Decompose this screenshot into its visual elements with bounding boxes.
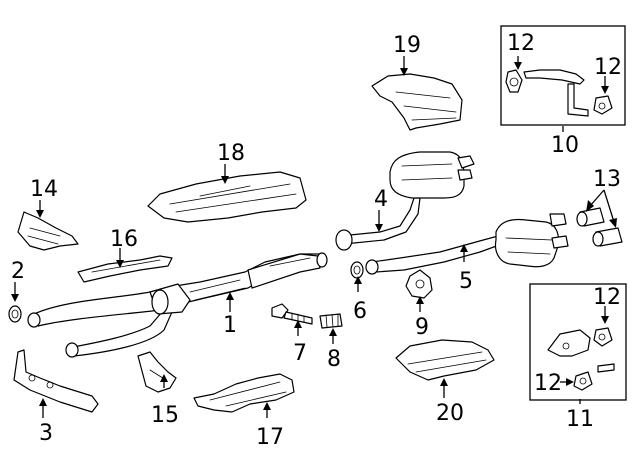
callout-13: 13 [593, 167, 621, 192]
heat-shield-16 [77, 255, 173, 283]
exhaust-tips-13 [576, 207, 623, 247]
callout-12-box11-left: 12 [534, 371, 562, 396]
hanger-9 [405, 269, 433, 299]
callout-10: 10 [551, 133, 579, 158]
gasket-ring-2 [8, 305, 22, 323]
gasket-ring-6 [350, 261, 364, 279]
callout-19: 19 [393, 33, 421, 58]
callout-14: 14 [30, 177, 58, 202]
leader-lines [11, 56, 617, 418]
callout-7: 7 [293, 341, 307, 366]
box-10-hanger-set [500, 25, 626, 126]
callout-11: 11 [566, 407, 594, 432]
callout-2: 2 [11, 259, 25, 284]
bolt-7 [271, 303, 313, 325]
box-11-hanger-set [529, 283, 627, 401]
callout-18: 18 [217, 141, 245, 166]
callout-15: 15 [151, 403, 179, 428]
callout-20: 20 [436, 401, 464, 426]
heat-shield-20 [395, 339, 495, 381]
callout-12-box10-right: 12 [594, 55, 622, 80]
heat-shield-14 [17, 211, 79, 251]
callout-4: 4 [374, 187, 388, 212]
callout-3: 3 [39, 421, 53, 446]
heat-shield-18 [147, 171, 307, 223]
callout-16: 16 [110, 227, 138, 252]
callout-5: 5 [459, 269, 473, 294]
spring-8 [319, 313, 343, 329]
callout-12-box10-left: 12 [507, 31, 535, 56]
tail-pipe-5 [365, 213, 569, 275]
front-pipe-assembly [27, 252, 328, 358]
heat-shield-19 [371, 73, 463, 131]
callout-6: 6 [353, 299, 367, 324]
support-bracket-3 [13, 349, 99, 413]
callout-17: 17 [256, 425, 284, 450]
callout-8: 8 [327, 347, 341, 372]
callout-12-box11-top: 12 [593, 285, 621, 310]
bracket-15 [137, 351, 177, 393]
center-pipe-4 [335, 151, 475, 251]
callout-1: 1 [223, 313, 237, 338]
heat-shield-17 [193, 373, 295, 413]
callout-9: 9 [415, 315, 429, 340]
